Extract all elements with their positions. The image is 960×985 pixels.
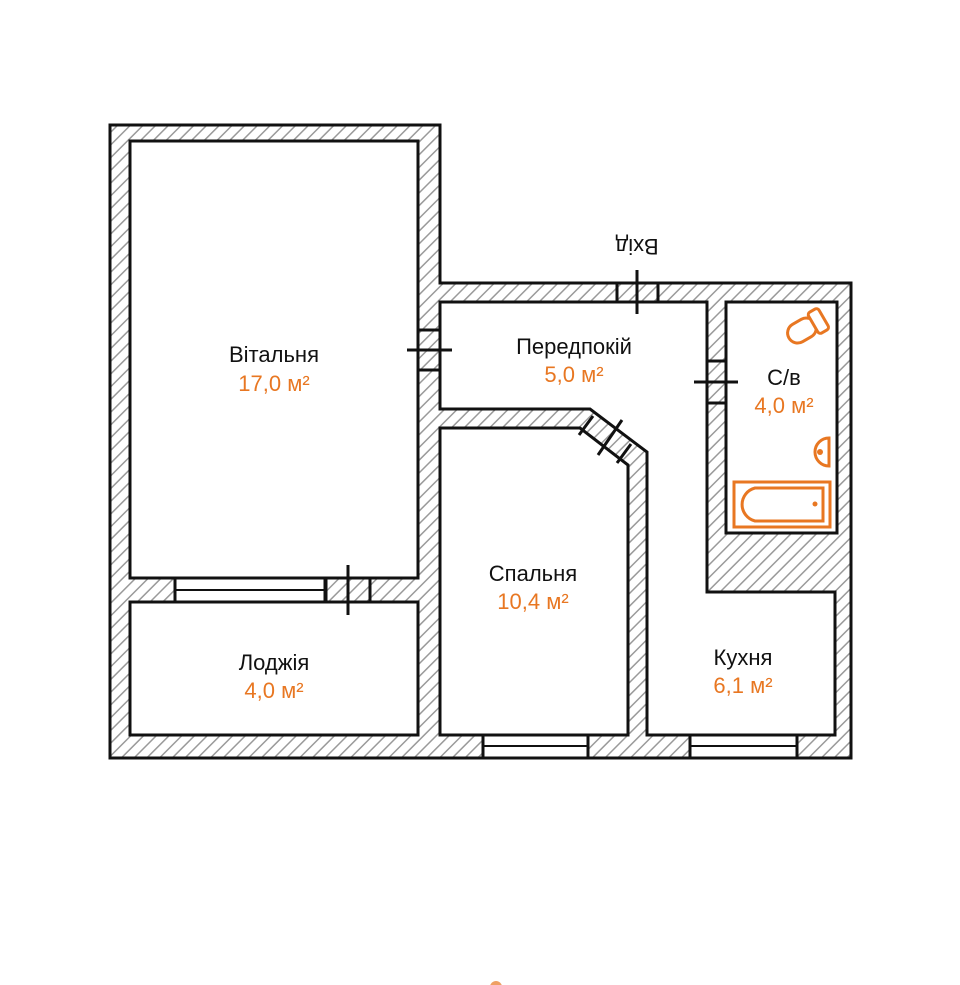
room-name-bathroom: С/в [767, 365, 801, 390]
room-area-living: 17,0 м² [238, 371, 309, 396]
room-name-living: Вітальня [229, 342, 319, 367]
window-bedroom [481, 733, 590, 760]
door-loggia [324, 565, 372, 615]
entrance-label: Вхід [615, 234, 658, 259]
sink-icon [813, 436, 831, 468]
door-bathroom [694, 359, 738, 405]
door-bedroom [577, 415, 633, 464]
window-living-loggia [173, 576, 327, 604]
door-living [407, 328, 452, 372]
door-entrance [615, 270, 660, 314]
toilet-icon [786, 307, 830, 345]
bathtub-icon [732, 480, 832, 529]
room-name-kitchen: Кухня [714, 645, 773, 670]
room-area-bathroom: 4,0 м² [754, 393, 813, 418]
room-area-loggia: 4,0 м² [244, 678, 303, 703]
room-name-loggia: Лоджія [239, 650, 310, 675]
window-kitchen [688, 733, 799, 760]
room-name-hall: Передпокій [516, 334, 632, 359]
room-name-bedroom: Спальня [489, 561, 577, 586]
room-bedroom [438, 426, 630, 737]
room-living [128, 139, 420, 580]
room-area-bedroom: 10,4 м² [497, 589, 568, 614]
room-loggia [128, 600, 420, 737]
bottom-mark-icon [490, 981, 502, 985]
room-area-kitchen: 6,1 м² [713, 673, 772, 698]
room-area-hall: 5,0 м² [544, 362, 603, 387]
